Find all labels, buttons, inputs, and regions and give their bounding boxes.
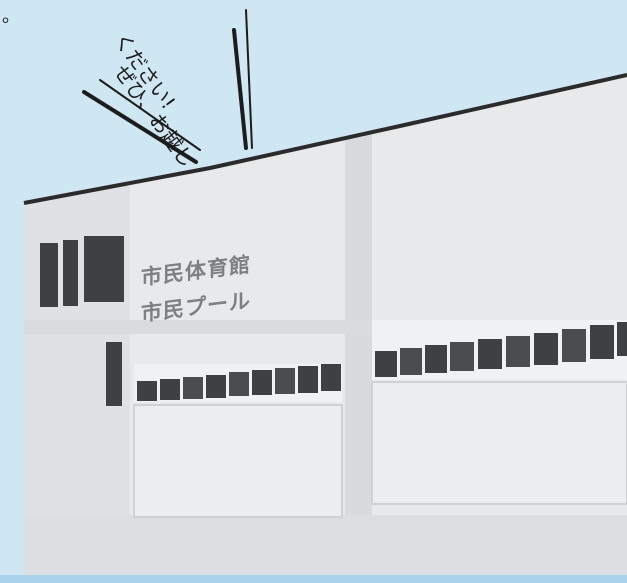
wall-panel: [371, 381, 627, 505]
window-strip-right: [372, 320, 627, 380]
window: [106, 342, 122, 406]
window: [40, 243, 58, 307]
window: [84, 236, 124, 302]
roof-edge: [23, 73, 627, 205]
wall-panel: [133, 404, 343, 518]
emphasis-lines: [82, 9, 253, 164]
window-strip-left: [134, 364, 342, 402]
corner-mark: 。: [2, 6, 20, 27]
bottom-strip: [0, 575, 627, 583]
window: [63, 240, 78, 306]
